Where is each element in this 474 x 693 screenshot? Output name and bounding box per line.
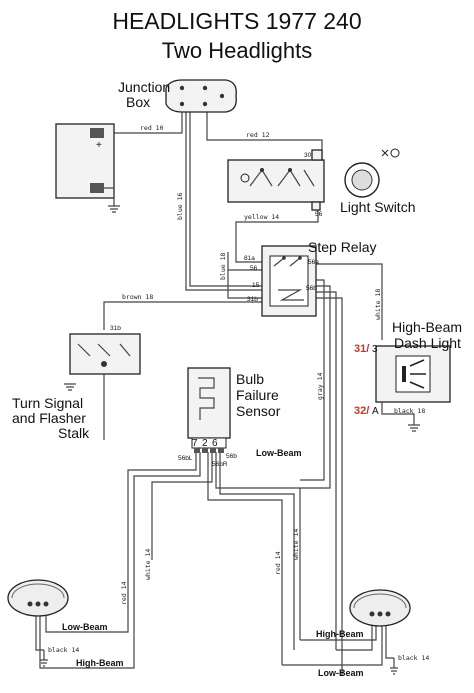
bulb-failure-sensor bbox=[187, 367, 231, 453]
junction-box bbox=[165, 79, 237, 113]
turn-signal-stalk bbox=[64, 333, 141, 440]
marker-31: 31/ bbox=[354, 343, 369, 355]
wire-harness bbox=[35, 112, 415, 676]
wire-label-brown18: brown 18 bbox=[122, 293, 153, 301]
terminal-30: 30 bbox=[304, 152, 312, 159]
junction-box-label-2: Box bbox=[126, 94, 150, 110]
beam-label-low-sensor: Low-Beam bbox=[256, 448, 302, 458]
step-relay-label: Step Relay bbox=[308, 239, 376, 255]
terminal-A: A bbox=[372, 406, 379, 417]
wire-label-white18: white 18 bbox=[374, 289, 382, 320]
high-beam-label-2: Dash Light bbox=[394, 335, 461, 351]
sensor-label-3: Sensor bbox=[236, 403, 281, 419]
battery bbox=[55, 123, 120, 213]
wire-label-red14-a: red 14 bbox=[120, 581, 128, 605]
turn-signal-label-3: Stalk bbox=[58, 425, 90, 441]
diagram-title: HEADLIGHTS 1977 240 bbox=[112, 8, 361, 34]
light-switch-knob bbox=[344, 162, 380, 198]
terminal-15: 15 bbox=[252, 282, 260, 289]
terminal-31b: 31b bbox=[247, 296, 258, 303]
marker-32: 32/ bbox=[354, 405, 369, 417]
terminal-56b-sensor: 56b bbox=[226, 453, 237, 460]
step-relay bbox=[261, 245, 317, 317]
high-beam-dash-light bbox=[375, 345, 451, 432]
wire-label-black18: black 18 bbox=[394, 407, 425, 415]
beam-label-high-left: High-Beam bbox=[76, 658, 124, 668]
headlight-left bbox=[7, 579, 69, 667]
light-switch bbox=[227, 149, 325, 211]
beam-label-high-right: High-Beam bbox=[316, 629, 364, 639]
terminal-3: 3 bbox=[372, 344, 378, 355]
battery-plus-sign: + bbox=[96, 140, 102, 151]
terminal-56bL: 56bL bbox=[178, 455, 193, 462]
terminal-56-switch: 56 bbox=[315, 211, 323, 218]
sensor-label-1: Bulb bbox=[236, 371, 264, 387]
diagram-subtitle: Two Headlights bbox=[162, 38, 312, 63]
terminal-56b: 56b bbox=[306, 285, 317, 292]
terminal-7: 7 bbox=[192, 438, 198, 449]
junction-box-label-1: Junction bbox=[118, 79, 170, 95]
wire-label-yellow14: yellow 14 bbox=[244, 213, 279, 221]
terminal-6: 6 bbox=[212, 438, 218, 449]
turn-signal-label-1: Turn Signal bbox=[12, 395, 83, 411]
turn-signal-label-2: and Flasher bbox=[12, 410, 86, 426]
high-beam-label-1: High-Beam bbox=[392, 319, 462, 335]
terminal-81a: 81a bbox=[244, 255, 255, 262]
wire-label-black14-left: black 14 bbox=[48, 646, 79, 654]
headlight-symbol-icon bbox=[381, 148, 400, 158]
terminal-56bR: 56bR bbox=[212, 461, 228, 468]
wire-label-white14-a: white 14 bbox=[144, 549, 152, 580]
wire-label-red14-b: red 14 bbox=[274, 551, 282, 575]
wire-label-black14-right: black 14 bbox=[398, 654, 429, 662]
wire-label-white14-b: white 14 bbox=[292, 529, 300, 560]
wire-label-gray14: gray 14 bbox=[316, 373, 324, 400]
terminal-56a: 56a bbox=[308, 259, 319, 266]
beam-label-low-left: Low-Beam bbox=[62, 622, 108, 632]
terminal-56-relay: 56 bbox=[250, 265, 258, 272]
terminal-2: 2 bbox=[202, 438, 208, 449]
headlight-right bbox=[349, 589, 411, 675]
wire-label-blue18: blue 18 bbox=[219, 253, 227, 280]
terminal-31b-stalk: 31b bbox=[110, 325, 121, 332]
wire-label-red10: red 10 bbox=[140, 124, 164, 132]
wire-label-blue16: blue 16 bbox=[176, 193, 184, 220]
beam-label-low-right: Low-Beam bbox=[318, 668, 364, 678]
sensor-label-2: Failure bbox=[236, 387, 279, 403]
light-switch-label: Light Switch bbox=[340, 199, 415, 215]
wire-label-red12: red 12 bbox=[246, 131, 270, 139]
